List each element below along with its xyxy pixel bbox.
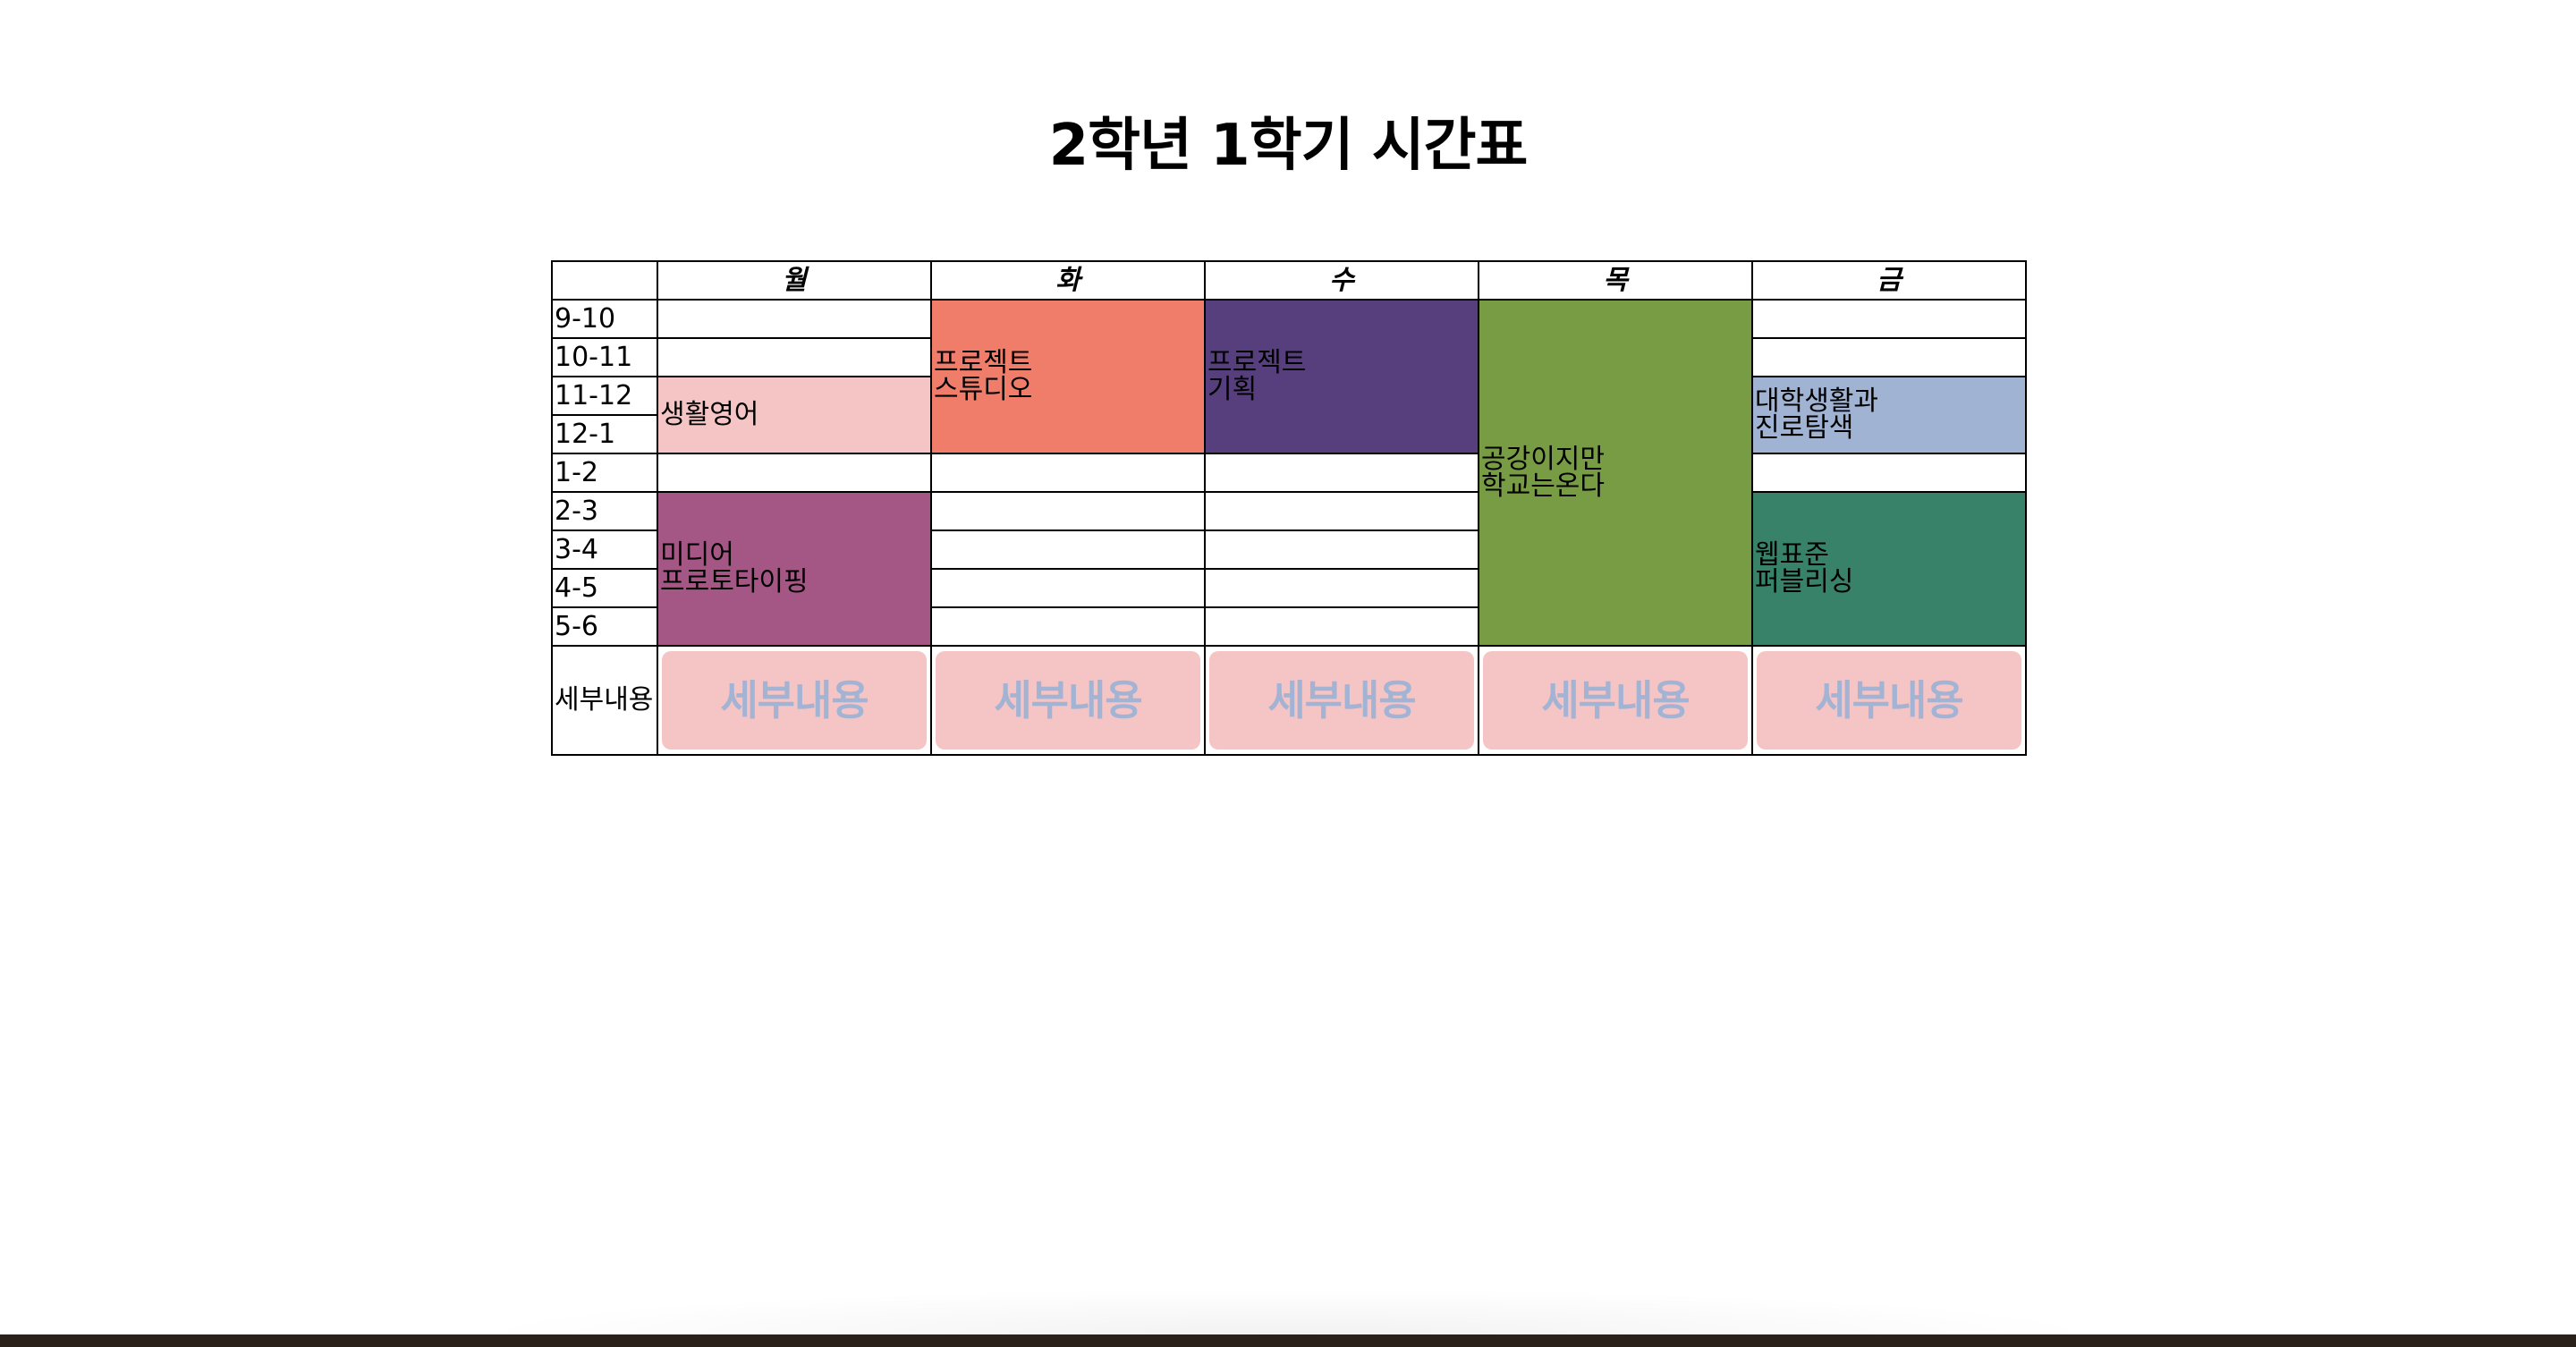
day-header-thu: 목 bbox=[1478, 260, 1753, 301]
class-media-prototyping[interactable]: 미디어 프로토타이핑 bbox=[657, 491, 932, 647]
time-label: 1-2 bbox=[551, 453, 658, 493]
class-name: 미디어 프로토타이핑 bbox=[660, 539, 809, 597]
class-free-period[interactable]: 공강이지만 학교는온다 bbox=[1478, 299, 1753, 647]
bottom-shadow bbox=[465, 1288, 2111, 1334]
corner-cell bbox=[551, 260, 658, 301]
class-career-exploration[interactable]: 대학생활과 진로탐색 bbox=[1751, 376, 2027, 454]
time-label: 9-10 bbox=[551, 299, 658, 339]
class-project-planning[interactable]: 프로젝트 기획 bbox=[1204, 299, 1479, 454]
time-row: 5-6 bbox=[551, 606, 2026, 647]
class-name: 프로젝트 스튜디오 bbox=[934, 347, 1033, 405]
detail-row-label: 세부내용 bbox=[551, 645, 658, 756]
class-name: 공강이지만 학교는온다 bbox=[1481, 443, 1605, 502]
class-web-standard-publishing[interactable]: 웹표준 퍼블리싱 bbox=[1751, 491, 2027, 647]
empty-cell bbox=[657, 453, 932, 493]
day-header-tue: 화 bbox=[930, 260, 1206, 301]
empty-cell bbox=[1204, 568, 1479, 608]
time-row: 11-12 생활영어 대학생활과 진로탐색 bbox=[551, 376, 2027, 454]
empty-cell bbox=[1204, 529, 1479, 570]
empty-cell bbox=[657, 337, 932, 377]
detail-cell-tue: 세부내용 bbox=[930, 645, 1206, 756]
class-project-studio[interactable]: 프로젝트 스튜디오 bbox=[930, 299, 1206, 454]
time-label: 5-6 bbox=[551, 606, 658, 647]
detail-button-fri[interactable]: 세부내용 bbox=[1757, 651, 2021, 750]
window-bottom-edge bbox=[0, 1334, 2576, 1347]
empty-cell bbox=[1204, 453, 1479, 493]
empty-cell bbox=[1204, 491, 1479, 531]
time-label: 4-5 bbox=[551, 568, 658, 608]
empty-cell bbox=[930, 568, 1206, 608]
time-row: 4-5 bbox=[551, 568, 2026, 608]
detail-button-tue[interactable]: 세부내용 bbox=[936, 651, 1200, 750]
empty-cell bbox=[1751, 453, 2027, 493]
time-row: 9-10 프로젝트 스튜디오 프로젝트 기획 공강이지만 학교는온다 bbox=[551, 299, 2027, 647]
time-row: 2-3 미디어 프로토타이핑 웹표준 퍼블리싱 bbox=[551, 491, 2027, 647]
empty-cell bbox=[1751, 299, 2027, 339]
time-label: 10-11 bbox=[551, 337, 658, 377]
time-label: 3-4 bbox=[551, 529, 658, 570]
detail-cell-fri: 세부내용 bbox=[1751, 645, 2027, 756]
empty-cell bbox=[930, 491, 1206, 531]
timetable: 월 화 수 목 금 9-10 프로젝트 스튜디오 프로젝트 기획 공강이지만 학… bbox=[551, 260, 2027, 756]
detail-button-thu[interactable]: 세부내용 bbox=[1483, 651, 1748, 750]
empty-cell bbox=[1751, 337, 2027, 377]
day-header-fri: 금 bbox=[1751, 260, 2027, 301]
empty-cell bbox=[930, 453, 1206, 493]
time-label: 12-1 bbox=[551, 414, 658, 454]
class-everyday-english[interactable]: 생활영어 bbox=[657, 376, 932, 454]
time-row: 1-2 bbox=[551, 453, 2027, 493]
page-title: 2학년 1학기 시간표 bbox=[1048, 113, 1529, 179]
detail-cell-mon: 세부내용 bbox=[657, 645, 932, 756]
day-header-wed: 수 bbox=[1204, 260, 1479, 301]
empty-cell bbox=[1204, 606, 1479, 647]
time-row: 3-4 bbox=[551, 529, 2026, 570]
empty-cell bbox=[930, 606, 1206, 647]
detail-cell-thu: 세부내용 bbox=[1478, 645, 1753, 756]
class-name: 대학생활과 진로탐색 bbox=[1755, 385, 1878, 444]
detail-button-mon[interactable]: 세부내용 bbox=[662, 651, 927, 750]
header-row: 월 화 수 목 금 bbox=[551, 260, 2027, 301]
class-name: 프로젝트 기획 bbox=[1208, 347, 1307, 405]
detail-row: 세부내용 세부내용 세부내용 세부내용 세부내용 세부내용 bbox=[551, 645, 2027, 756]
empty-cell bbox=[930, 529, 1206, 570]
time-label: 2-3 bbox=[551, 491, 658, 531]
detail-cell-wed: 세부내용 bbox=[1204, 645, 1479, 756]
class-name: 생활영어 bbox=[660, 399, 759, 430]
time-row: 12-1 bbox=[551, 414, 2026, 454]
time-row: 10-11 bbox=[551, 337, 2027, 377]
empty-cell bbox=[657, 299, 932, 339]
class-name: 웹표준 퍼블리싱 bbox=[1755, 539, 1854, 597]
detail-button-wed[interactable]: 세부내용 bbox=[1209, 651, 1474, 750]
day-header-mon: 월 bbox=[657, 260, 932, 301]
time-label: 11-12 bbox=[551, 376, 658, 416]
